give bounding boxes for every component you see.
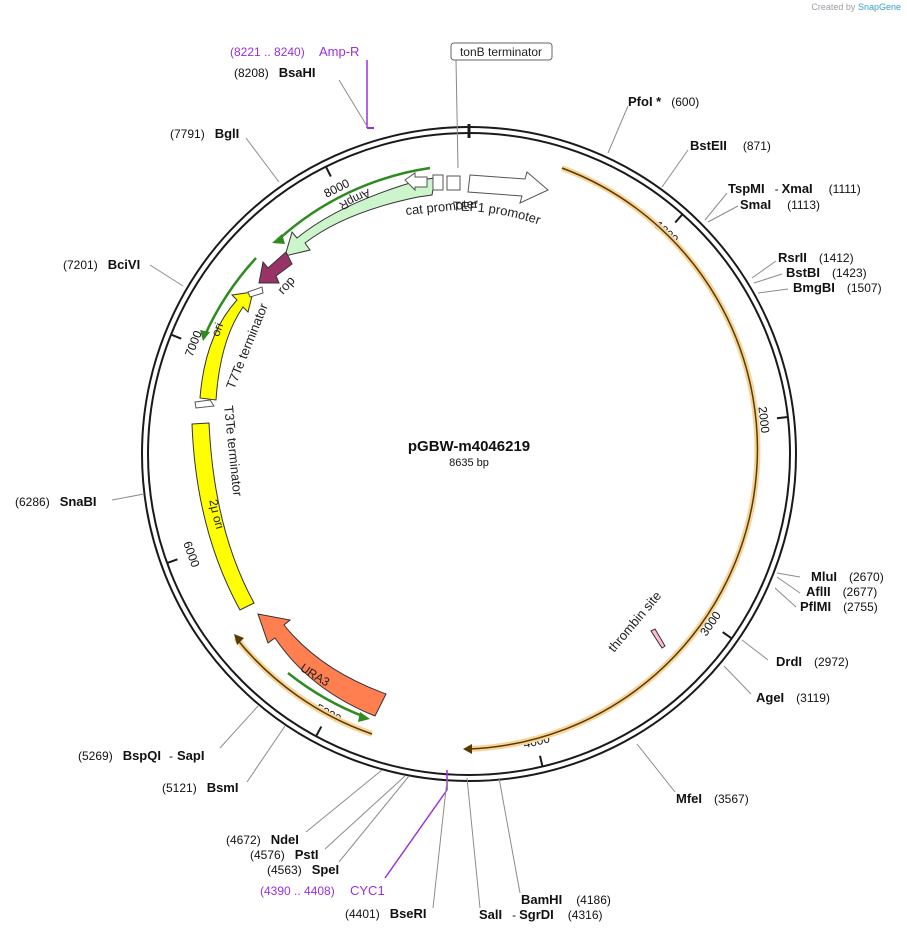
site-bamhi: BamHI(4186) xyxy=(521,892,611,907)
tonb-terminator-callout: tonB terminator xyxy=(450,42,553,169)
site-bmgbi: BmgBI(1507) xyxy=(793,280,882,295)
site-bcivi: (7201)BciVI xyxy=(63,257,140,272)
credit-prefix: Created by xyxy=(811,2,856,12)
scale-tick xyxy=(674,213,684,224)
primer-arrows xyxy=(200,166,431,722)
site-agei: AgeI(3119) xyxy=(756,690,830,705)
primer-arrow-top xyxy=(277,166,431,241)
site-ndei: (4672)NdeI xyxy=(226,832,299,847)
site-snabi: (6286)SnaBI xyxy=(15,494,97,509)
site-bseri: (4401)BseRI xyxy=(345,906,427,921)
site-sali-sgrdi: SalI-SgrDI(4316) xyxy=(479,907,602,922)
site-bgli: (7791)BglI xyxy=(170,126,239,141)
feature-tonb-terminator xyxy=(432,174,444,191)
scale-tick xyxy=(776,416,788,420)
site-bsteii: BstEII(871) xyxy=(690,138,771,153)
label-rop: rop xyxy=(274,273,298,297)
label-t3te-terminator: T3Te terminator xyxy=(221,405,246,498)
site-tspmi-xmai: TspMI-XmaI(1111) xyxy=(728,181,861,196)
site-aflii: AflII(2677) xyxy=(806,584,877,599)
feature-t7te-terminator xyxy=(247,286,264,298)
orf-arc-main-head xyxy=(463,744,472,754)
site-drdi: DrdI(2972) xyxy=(776,654,849,669)
site-leaders xyxy=(111,79,801,909)
site-pflmi: PflMI(2755) xyxy=(800,599,878,614)
backbone xyxy=(141,124,797,782)
site-spei: (4563)SpeI xyxy=(267,862,339,877)
scale-tick xyxy=(722,631,733,640)
scale-tick xyxy=(539,755,544,767)
site-rsrii: RsrII(1412) xyxy=(778,250,854,265)
site-smai: SmaI(1113) xyxy=(740,197,820,212)
site-bspqi-sapi: (5269)BspQI-SapI xyxy=(78,748,204,763)
orf-arc-ura-head xyxy=(234,634,244,645)
plasmid-name: pGBW-m4046219 xyxy=(408,438,530,455)
snapgene-credit: Created by SnapGene xyxy=(811,2,901,12)
snapgene-brand: SnapGene xyxy=(857,2,901,12)
feature-2u-ori xyxy=(191,422,255,611)
feature-ura3 xyxy=(257,613,387,717)
orf-arcs xyxy=(233,165,761,754)
primer-arrow-left xyxy=(203,257,257,336)
site-psti: (4576)PstI xyxy=(250,847,319,862)
feature-rop xyxy=(258,251,293,284)
feature-ampr xyxy=(284,177,436,257)
feature-cat-promoter xyxy=(404,172,428,192)
scale-tick-label: 6000 xyxy=(180,539,202,569)
feature-tef1-promoter xyxy=(467,171,549,204)
site-labels: PfoI *(600) BstEII(871) TspMI-XmaI(1111)… xyxy=(15,65,884,922)
primer-cyc1-name: CYC1 xyxy=(350,883,385,898)
site-bsmi: (5121)BsmI xyxy=(162,780,238,795)
label-tonb-terminator: tonB terminator xyxy=(460,45,542,59)
site-mlui: MluI(2670) xyxy=(811,569,884,584)
site-mfei: MfeI(3567) xyxy=(676,791,749,806)
feature-thrombin-site xyxy=(650,628,666,649)
label-ori: ori xyxy=(208,321,226,338)
primer-cyc1-range: (4390 .. 4408) xyxy=(260,884,335,898)
primer-amp-r-name: Amp-R xyxy=(319,44,359,59)
site-bsahi: (8208)BsaHI xyxy=(234,65,316,80)
primer-callouts: (8221 .. 8240) Amp-R (4390 .. 4408) CYC1 xyxy=(230,44,448,898)
label-cat-promoter: cat promoter xyxy=(405,195,480,218)
plasmid-length: 8635 bp xyxy=(449,457,489,469)
scale-tick xyxy=(166,558,178,564)
scale-tick xyxy=(170,333,182,340)
site-pfoi: PfoI *(600) xyxy=(628,94,699,109)
scale-tick xyxy=(315,726,323,737)
primer-amp-r-range: (8221 .. 8240) xyxy=(230,45,305,59)
features xyxy=(191,171,666,717)
feature-t3te-terminator xyxy=(194,399,215,409)
primer-arrow-bottom xyxy=(287,672,366,719)
label-thrombin-site: thrombin site xyxy=(605,588,664,655)
scale-tick xyxy=(325,166,332,177)
site-bstbi: BstBI(1423) xyxy=(786,265,867,280)
